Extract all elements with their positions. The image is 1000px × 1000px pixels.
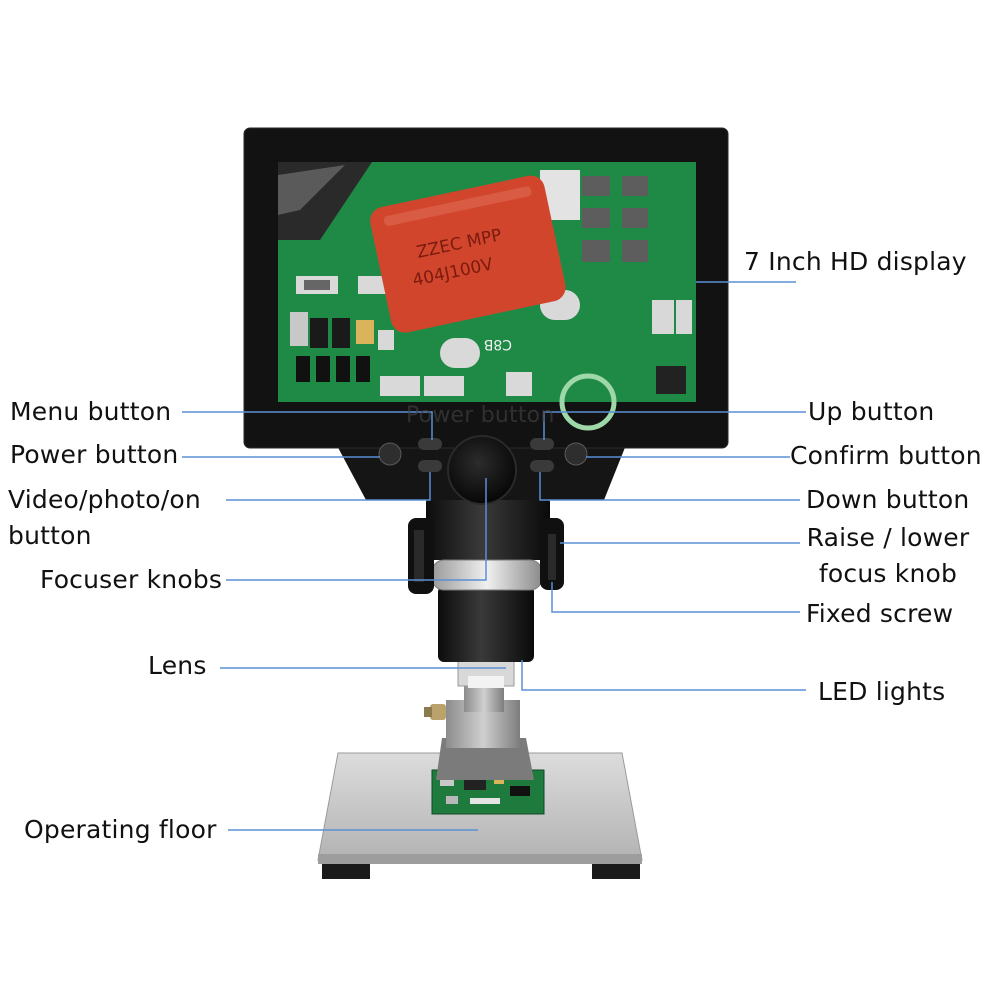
label-operating-floor: Operating floor xyxy=(24,815,217,844)
control-panel xyxy=(378,435,588,505)
hd-display-screen xyxy=(278,162,696,431)
leader-lines xyxy=(182,281,806,831)
video-photo-button-icon[interactable] xyxy=(418,460,442,472)
label-power-button: Power button xyxy=(10,440,179,469)
leader-focuser xyxy=(226,478,487,581)
leader-down xyxy=(539,472,800,501)
lens-tube xyxy=(426,498,550,662)
leader-video xyxy=(226,472,431,501)
focuser-knob-icon[interactable] xyxy=(447,435,517,505)
down-button-icon[interactable] xyxy=(530,460,554,472)
label-up-button: Up button xyxy=(808,397,935,426)
label-confirm-button: Confirm button xyxy=(790,441,982,470)
stand-arm xyxy=(424,682,534,780)
leader-menu xyxy=(182,411,433,440)
board-marking: C8B xyxy=(484,336,512,352)
leader-up xyxy=(543,411,806,440)
label-video-photo-button: Video/photo/on button xyxy=(8,485,201,550)
menu-button-icon[interactable] xyxy=(418,438,442,450)
label-lens: Lens xyxy=(148,651,207,680)
label-raise-lower-focus-knob: Raise / lower focus knob xyxy=(806,523,970,588)
label-down-button: Down button xyxy=(806,485,970,514)
label-led-lights: LED lights xyxy=(818,677,946,706)
leader-screw xyxy=(551,582,800,613)
power-button-overlay-label: Power button xyxy=(406,403,555,428)
label-fixed-screw: Fixed screw xyxy=(806,599,954,628)
lens-assembly xyxy=(457,657,515,688)
label-hd-display: 7 Inch HD display xyxy=(744,247,967,276)
label-focuser-knobs: Focuser knobs xyxy=(40,565,223,594)
leader-led xyxy=(521,660,806,691)
label-menu-button: Menu button xyxy=(10,397,172,426)
power-button-icon[interactable] xyxy=(378,442,402,466)
confirm-button-icon[interactable] xyxy=(564,442,588,466)
focus-knobs xyxy=(408,518,564,594)
up-button-icon[interactable] xyxy=(530,438,554,450)
